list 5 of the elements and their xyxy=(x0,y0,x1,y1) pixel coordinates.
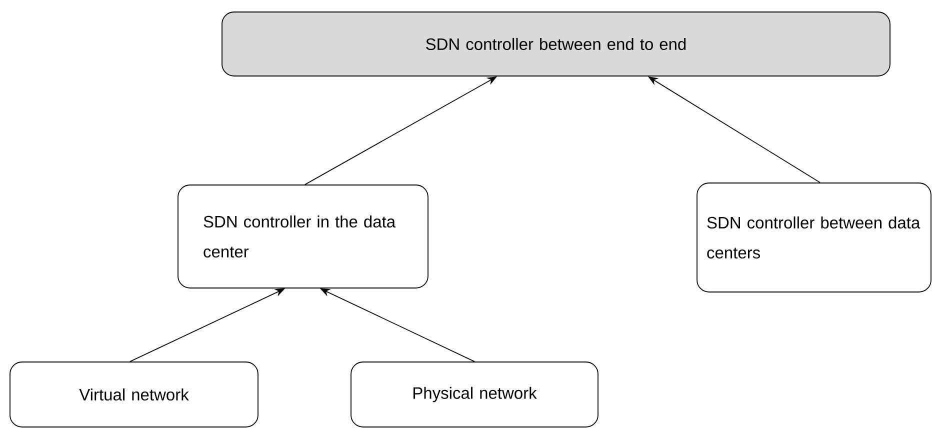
process-box: Virtual network xyxy=(10,362,258,428)
process-box: Physical network xyxy=(350,362,598,428)
process-box: SDN controller in the data center xyxy=(178,184,428,288)
process-box: SDN controller between data centers xyxy=(696,182,932,292)
process-box: SDN controller between end to end xyxy=(222,12,890,76)
